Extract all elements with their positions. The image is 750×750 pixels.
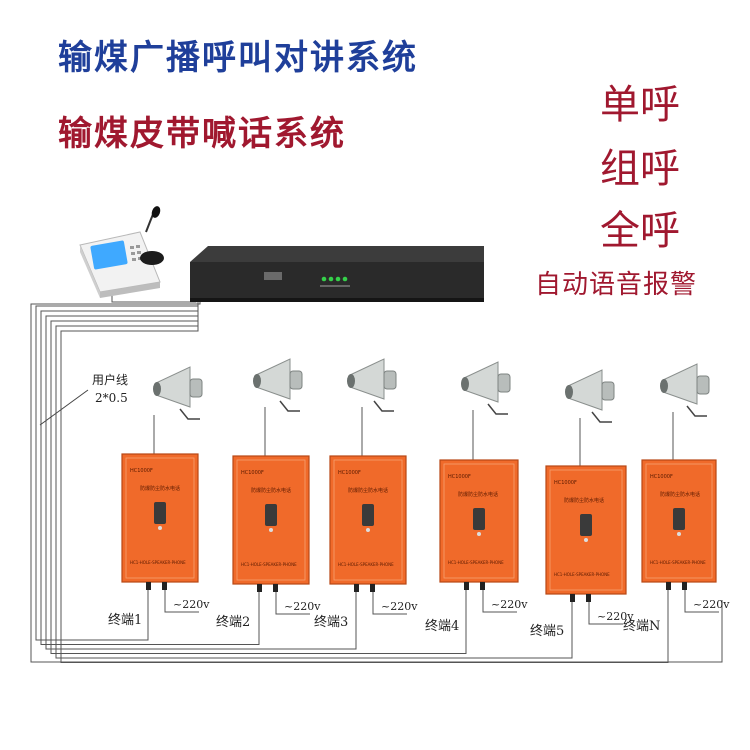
- terminal-bottom-text: HC1-HOLE-SPEAKER-PHONE: [241, 562, 297, 567]
- outer-bus: [30, 302, 723, 663]
- horn-speaker-icon: [660, 363, 710, 417]
- horn-speaker-icon: [565, 369, 615, 423]
- terminal-name-text: 防爆防尘防水电话: [348, 487, 388, 494]
- horn-speaker-icon: [347, 358, 397, 412]
- power-wire: [164, 590, 199, 613]
- terminal-label: 终端1: [108, 612, 142, 628]
- terminal-box-icon: HC1000F 防爆防尘防水电话 HC1-HOLE-SPEAKER-PHONE: [439, 459, 519, 590]
- handset-icon: [673, 508, 685, 530]
- terminal-name-text: 防爆防尘防水电话: [660, 491, 700, 498]
- power-label: ~220v: [284, 600, 321, 613]
- title-broadcast-system: 输煤广播呼叫对讲系统: [58, 38, 418, 78]
- mode-single-call: 单呼: [600, 82, 680, 128]
- cable-label-leader: [39, 389, 89, 426]
- host-led: [342, 276, 348, 282]
- terminal-model-text: HC1000F: [448, 474, 471, 480]
- mode-auto-voice-alarm: 自动语音报警: [535, 270, 698, 300]
- power-wire: [482, 590, 517, 613]
- host-unit-icon: [190, 246, 484, 302]
- power-wire: [684, 590, 719, 613]
- power-label: ~220v: [173, 598, 210, 611]
- microphone-icon: [140, 206, 164, 265]
- control-console-icon: [79, 231, 161, 298]
- terminal-box-icon: HC1000F 防爆防尘防水电话 HC1-HOLE-SPEAKER-PHONE: [329, 455, 407, 592]
- handset-icon: [580, 514, 592, 536]
- terminal-bottom-text: HC1-HOLE-SPEAKER-PHONE: [448, 560, 504, 565]
- terminal-bottom-text: HC1-HOLE-SPEAKER-PHONE: [338, 562, 394, 567]
- terminal-box-icon: HC1000F 防爆防尘防水电话 HC1-HOLE-SPEAKER-PHONE: [545, 465, 627, 602]
- terminal-name-text: 防爆防尘防水电话: [251, 487, 291, 494]
- horn-speaker-icon: [153, 366, 203, 420]
- cable-spec: 2*0.5: [95, 391, 128, 405]
- handset-icon: [473, 508, 485, 530]
- terminal-model-text: HC1000F: [338, 470, 361, 476]
- title-belt-paging-system: 输煤皮带喊话系统: [58, 114, 346, 154]
- horn-speaker-icon: [253, 358, 303, 412]
- horn-speaker-icon: [461, 361, 511, 415]
- terminal-group: HC1000F 防爆防尘防水电话 HC1-HOLE-SPEAKER-PHONE ~22…: [108, 358, 730, 639]
- power-label: ~220v: [693, 598, 730, 611]
- terminal-name-text: 防爆防尘防水电话: [140, 485, 180, 492]
- terminal-box-icon: HC1000F 防爆防尘防水电话 HC1-HOLE-SPEAKER-PHONE: [232, 455, 310, 592]
- handset-icon: [265, 504, 277, 526]
- mode-group-call: 组呼: [600, 146, 680, 192]
- console-screen: [90, 240, 128, 270]
- user-line: [60, 300, 669, 663]
- handset-icon: [362, 504, 374, 526]
- power-label: ~220v: [597, 610, 634, 623]
- host-led: [328, 276, 334, 282]
- terminal-label: 终端5: [530, 623, 564, 639]
- power-wire: [275, 592, 310, 615]
- terminal-label: 终端4: [425, 618, 459, 634]
- host-led: [335, 276, 341, 282]
- terminal-box-icon: HC1000F 防爆防尘防水电话 HC1-HOLE-SPEAKER-PHONE: [641, 459, 717, 590]
- terminal-label: 终端2: [216, 614, 250, 630]
- mode-all-call: 全呼: [600, 208, 680, 254]
- terminal-model-text: HC1000F: [241, 470, 264, 476]
- terminal-label: 终端N: [623, 618, 660, 634]
- terminal-label: 终端3: [314, 614, 348, 630]
- cable-label: 用户线: [92, 372, 128, 387]
- power-wire: [588, 602, 623, 625]
- wiring: [30, 292, 723, 663]
- handset-icon: [154, 502, 166, 524]
- host-usb-port: [264, 272, 282, 280]
- power-label: ~220v: [491, 598, 528, 611]
- host-led: [321, 276, 327, 282]
- power-wire: [372, 592, 407, 615]
- terminal-bottom-text: HC1-HOLE-SPEAKER-PHONE: [130, 560, 186, 565]
- terminal-bottom-text: HC1-HOLE-SPEAKER-PHONE: [554, 572, 610, 577]
- terminal-box-icon: HC1000F 防爆防尘防水电话 HC1-HOLE-SPEAKER-PHONE: [121, 453, 199, 590]
- terminal-model-text: HC1000F: [554, 480, 577, 486]
- terminal-model-text: HC1000F: [130, 468, 153, 474]
- terminal-name-text: 防爆防尘防水电话: [564, 497, 604, 504]
- power-label: ~220v: [381, 600, 418, 613]
- terminal-model-text: HC1000F: [650, 474, 673, 480]
- terminal-bottom-text: HC1-HOLE-SPEAKER-PHONE: [650, 560, 706, 565]
- terminal-name-text: 防爆防尘防水电话: [458, 491, 498, 498]
